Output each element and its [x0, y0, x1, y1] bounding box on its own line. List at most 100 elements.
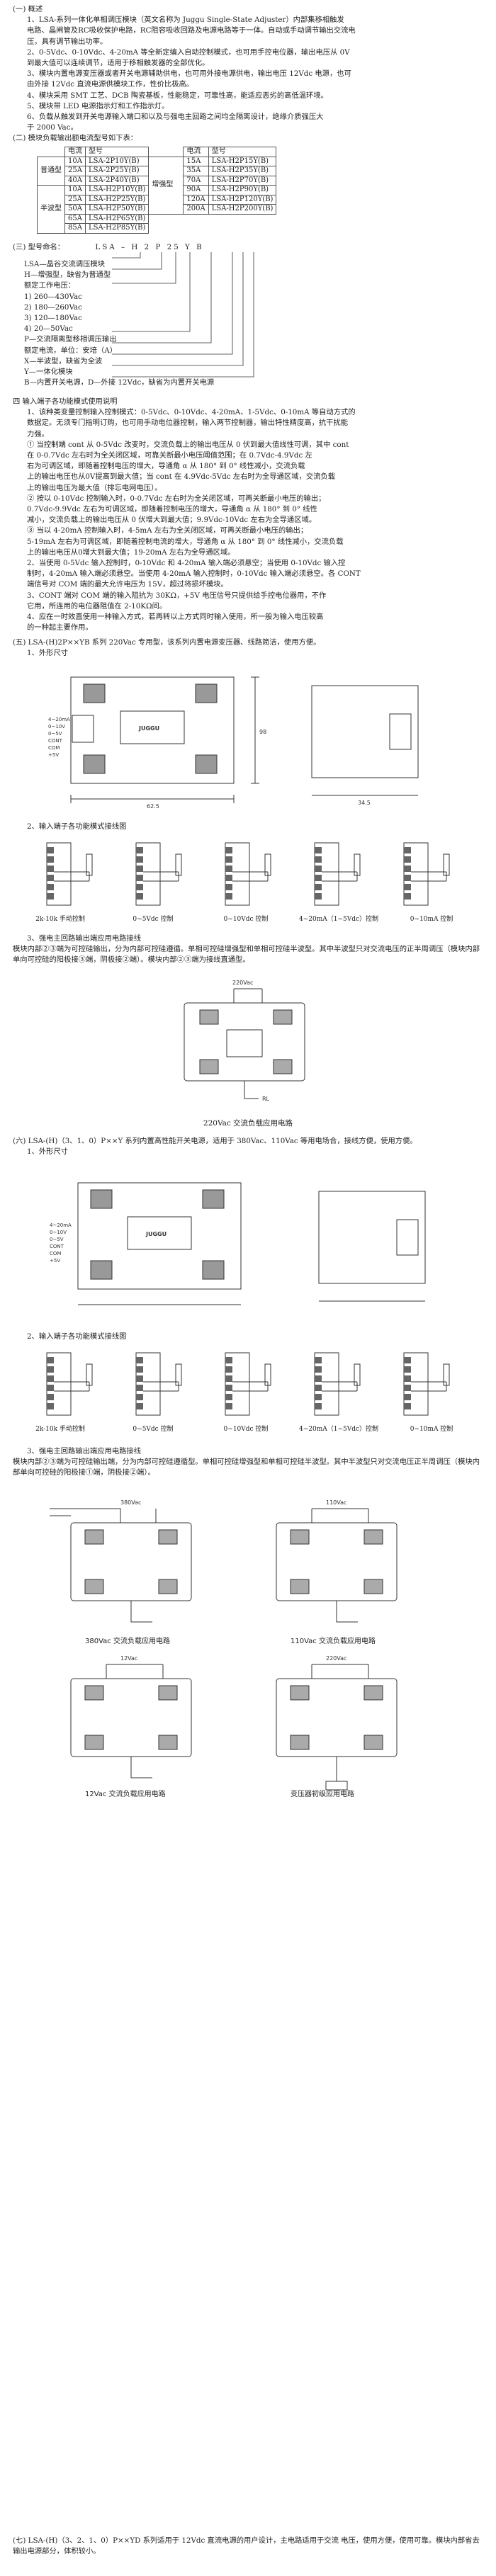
text-line: ① 当控制端 cont 从 0-5Vdc 改变时，交流负载上的输出电压从 0 伏…	[27, 440, 349, 449]
text-line: 2) 180—260Vac	[24, 302, 82, 312]
signals-lines: 1、该种类变量控制输入控制模式：0-5Vdc、0-10Vdc、4-20mA、1-…	[13, 407, 483, 633]
svg-text:0~10V: 0~10V	[48, 724, 65, 730]
wiring-panel	[135, 842, 182, 906]
text-line: 5-19mA 左右为可调区域，即随着控制电流的增大，导通角 α 从 180° 到…	[27, 537, 344, 546]
table-cell: LSA-2P40Y(B)	[84, 175, 150, 186]
wiring-caption: 0~10Vdc 控制	[223, 916, 269, 923]
wiring-caption: 2k-10k 手动控制	[35, 916, 85, 923]
table-cell: 90A	[183, 185, 209, 195]
svg-text:4~20mA: 4~20mA	[48, 717, 70, 722]
group-label: 增强型	[148, 156, 184, 215]
table-cell: 50A	[64, 204, 86, 215]
text-line: 的一种起主要作用。	[27, 623, 93, 632]
wiring-caption: 0~5Vdc 控制	[133, 1426, 174, 1433]
text-line: 由外接 12Vdc 直流电源供模块工作，性价比极高。	[27, 80, 194, 89]
table-cell: LSA-H2P90Y(B)	[208, 185, 277, 195]
text-line: 减小，交流负载上的输出电压从 0 伏增大到最大值；9.9Vdc-10Vdc 左右…	[27, 516, 317, 525]
table-cell: 120A	[183, 194, 209, 205]
cap-110: 110Vac 交流负载应用电路	[291, 1636, 376, 1645]
text-line: 1、该种类变量控制输入控制模式：0-5Vdc、0-10Vdc、4-20mA、1-…	[27, 408, 356, 417]
svg-text:0~5V: 0~5V	[48, 731, 62, 737]
text-line: 2、当使用 0-5Vdc 输入控制时，0-10Vdc 和 4-20mA 输入端必…	[27, 559, 346, 568]
text-line: 3、CONT 端对 COM 端的输入阻抗为 30KΩ，+5V 电压信号只提供给手…	[27, 591, 327, 600]
text-line: 4、模块采用 SMT 工艺、DCB 陶瓷基板，性能稳定，可靠性高，能适应恶劣的高…	[27, 91, 328, 100]
text-line: 电路、晶闸管及RC吸收保护电路，RC阻容吸收回路及电源电路等于一体。自动或手动调…	[27, 26, 356, 35]
wiring-panel	[225, 1352, 271, 1416]
th-current-2: 电流	[183, 147, 209, 157]
wiring-panel	[314, 842, 361, 906]
signals-section: 四 输入端子各功能模式使用说明 1、该种类变量控制输入控制模式：0-5Vdc、0…	[13, 397, 483, 633]
sec6-heading: (六) LSA-(H)（3、1、0）P××Y 系列内置高性能开关电源，适用于 3…	[13, 1137, 417, 1145]
naming-bracket-lines	[112, 252, 254, 378]
overview-heading: (一) 概述	[13, 5, 43, 13]
text-line: B—内置开关电源，D—外接 12Vdc，缺省为内置开关电源	[24, 378, 215, 387]
svg-text:0~5V: 0~5V	[50, 1237, 64, 1242]
text-line: 6、负载从触发到开关电源输入端口和以及与强电主回路之间均全隔离设计，绝缘介质强压…	[27, 113, 324, 122]
svg-text:JUGGU: JUGGU	[145, 1231, 167, 1237]
text-line: 1) 260—430Vac	[24, 292, 82, 301]
model-code: LSA – H 2 P 25 Y B	[95, 243, 204, 251]
v110-label: 110Vac	[326, 1499, 346, 1506]
sec5-heading: (五) LSA-(H)2P××YB 系列 220Vac 专用型，该系列内置电源变…	[13, 638, 321, 647]
text-line: 上的输出电压也从0V提高到最大值；当 cont 在 4.9Vdc-5Vdc 左右…	[27, 472, 336, 482]
th-model-2: 型号	[208, 147, 277, 157]
text-line: 0.7Vdc-9.9Vdc 左右为可调区域，即随着控制电压的增大，导通角 α 从…	[27, 505, 317, 514]
text-line: 制时，4-20mA 输入端必须悬空。当使用 4-20mA 输入控制时，0-10V…	[27, 569, 361, 579]
table-cell: 40A	[64, 175, 86, 186]
text-line: 右为可调区域，即随着控制电压的增大，导通角 α 从 180° 到 0° 线性减小…	[27, 462, 305, 471]
sec5-dim-w: 62.5	[147, 803, 159, 810]
table-cell: LSA-H2P25Y(B)	[84, 194, 150, 205]
wiring-panel	[46, 1352, 93, 1416]
table-cell: 25A	[64, 194, 86, 205]
table-cell: 25A	[64, 166, 86, 176]
table-cell: LSA-H2P120Y(B)	[208, 194, 277, 205]
table-cell: LSA-2P10Y(B)	[84, 156, 150, 167]
table-cell: LSA-H2P15Y(B)	[208, 156, 277, 167]
table-cell: LSA-H2P10Y(B)	[84, 185, 150, 195]
svg-text:JUGGU: JUGGU	[138, 725, 159, 732]
cap-380: 380Vac 交流负载应用电路	[85, 1636, 170, 1645]
table-cell: 10A	[64, 185, 86, 195]
sec5-wiring-drawing	[46, 842, 450, 906]
text-line: 额定工作电压：	[24, 281, 76, 290]
wiring-panel	[135, 1352, 182, 1416]
text-line: 额定电流，单位：安培（A）	[24, 346, 117, 355]
th-model: 型号	[84, 147, 150, 157]
svg-text:COM: COM	[50, 1251, 61, 1256]
text-line: X—半波型，缺省为全波	[24, 356, 103, 365]
table-cell: LSA-H2P65Y(B)	[84, 213, 150, 225]
group-label: 普通型	[37, 156, 65, 186]
text-line: 在 0-0.7Vdc 左右时为全关闭区域，可靠关断最小电压阈值范围；在 0.7V…	[27, 451, 312, 460]
cap-transformer: 变压器初级应用电路	[291, 1789, 354, 1798]
overview-lines: 1、LSA-系列一体化单相调压模块（英文名称为 Juggu Single-Sta…	[13, 15, 483, 133]
sec6-sub1: 1、外形尺寸	[27, 1147, 69, 1157]
svg-text:4~20mA: 4~20mA	[50, 1222, 72, 1228]
table-cell: LSA-2P25Y(B)	[84, 166, 150, 176]
table-cell: 85A	[64, 223, 86, 234]
sec7-section: (七) LSA-(H)（3、2、1、0）P××YD 系列适用于 12Vdc 直流…	[13, 2536, 483, 2557]
table-cell: 15A	[183, 156, 209, 167]
table-cell: 200A	[183, 204, 209, 215]
text-line: 4、应在一时效直使用一种输入方式，若再转以上方式同时输入使用，所一般为输入电压较…	[27, 613, 324, 622]
table-cell: 65A	[64, 213, 86, 225]
sec5-sub3-note: 模块内部②③端为可控硅输出，分为内部可控硅遵循。单相可控硅增强型和单相可控硅半波…	[13, 945, 480, 965]
sec6-main-circuit: 3、强电主回路输出端应用电路接线 模块内部②③端为可控硅输出端，分为内部可控硅遵…	[13, 1446, 483, 1479]
wiring-caption: 4~20mA（1~5Vdc）控制	[298, 1426, 379, 1433]
text-line: 它用，所连用的电位器阻值在 2-10KΩ间。	[27, 601, 167, 611]
overview-section: (一) 概述 1、LSA-系列一体化单相调压模块（英文名称为 Juggu Sin…	[13, 4, 483, 133]
text-line: 于 2000 Vac。	[27, 123, 78, 132]
sec5-sub1: 1、外形尺寸	[27, 649, 69, 658]
sec5-dim-side: 34.5	[358, 800, 371, 806]
svg-text:CONT: CONT	[50, 1244, 64, 1249]
text-line: 1、LSA-系列一体化单相调压模块（英文名称为 Juggu Single-Sta…	[27, 16, 344, 25]
wiring-panel	[403, 842, 450, 906]
